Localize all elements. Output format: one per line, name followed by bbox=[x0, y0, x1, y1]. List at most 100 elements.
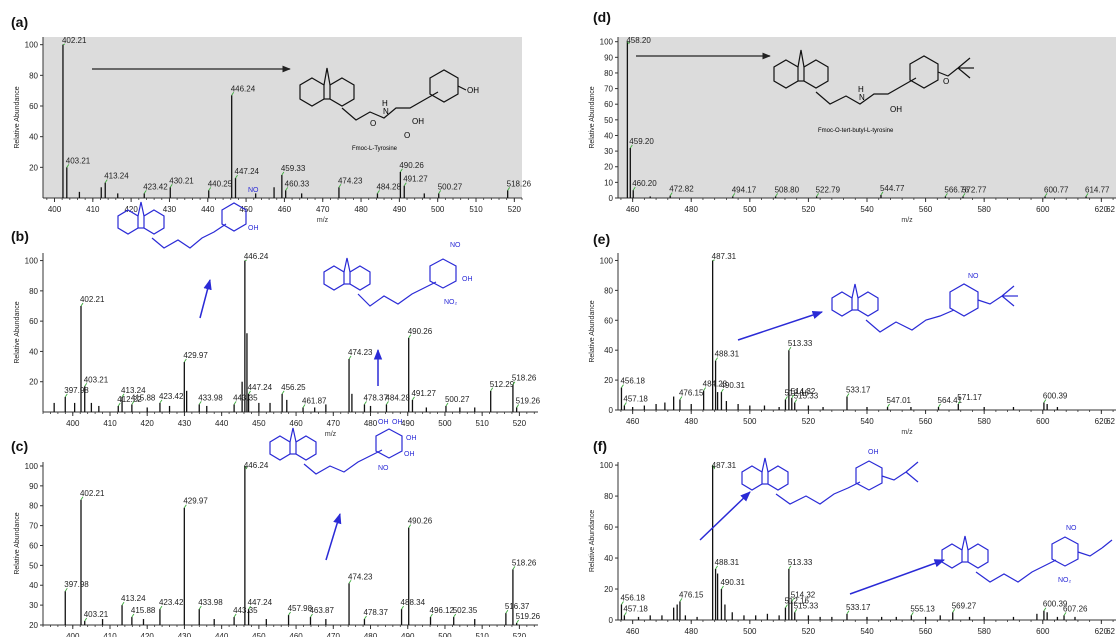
label-leader bbox=[104, 179, 108, 183]
label-leader bbox=[712, 464, 716, 470]
peak-label: 522.79 bbox=[816, 185, 841, 194]
peak-label: 456.18 bbox=[620, 377, 645, 386]
label-leader bbox=[507, 187, 511, 191]
structure-fmoc-tbu-tyrosine: O HN OH Fmoc-O-tert-butyl-L-tyrosine bbox=[773, 49, 974, 134]
svg-text:NO: NO bbox=[378, 465, 389, 472]
peak-label: 423.42 bbox=[159, 392, 184, 401]
label-leader bbox=[679, 598, 683, 602]
svg-text:OH: OH bbox=[868, 449, 879, 456]
peak-label: 515.33 bbox=[794, 392, 819, 401]
svg-text:OH: OH bbox=[890, 105, 902, 114]
label-leader bbox=[794, 399, 798, 403]
y-axis-title: Relative Abundance bbox=[589, 510, 596, 572]
x-tick-label: 480 bbox=[354, 205, 368, 214]
y-tick-label: 20 bbox=[604, 376, 613, 385]
svg-text:OH: OH bbox=[412, 117, 424, 126]
label-leader bbox=[364, 615, 367, 620]
x-tick-label: 440 bbox=[215, 632, 229, 637]
peak-label: 403.21 bbox=[66, 156, 91, 165]
label-leader bbox=[516, 404, 520, 408]
x-tick-label: 520 bbox=[802, 205, 816, 214]
peak-label: 474.23 bbox=[348, 348, 373, 357]
label-leader bbox=[231, 92, 235, 96]
peak-label: 512.16 bbox=[784, 389, 809, 398]
peak-label: 487.31 bbox=[712, 252, 737, 261]
x-tick-label-clipped: 62 bbox=[1106, 205, 1115, 214]
x-tick-label: 410 bbox=[103, 419, 117, 428]
label-leader bbox=[348, 355, 352, 360]
peak-label: 607.26 bbox=[1063, 604, 1088, 613]
x-tick-label: 480 bbox=[685, 627, 699, 636]
y-tick-label: 70 bbox=[604, 85, 613, 94]
peak-label: 460.33 bbox=[285, 179, 310, 188]
peak-label: 484.23 bbox=[703, 380, 728, 389]
label-leader bbox=[791, 394, 795, 399]
y-axis-title: Relative Abundance bbox=[14, 512, 21, 574]
panel-label: (b) bbox=[11, 228, 29, 244]
structure-b-nitroso: NO OH bbox=[117, 187, 259, 249]
peak-label: 490.26 bbox=[399, 161, 424, 170]
peak-label: 440.25 bbox=[208, 179, 233, 188]
label-leader bbox=[775, 193, 778, 197]
y-tick-label: 50 bbox=[29, 561, 38, 570]
peak-label: 446.24 bbox=[244, 252, 269, 261]
x-tick-label: 420 bbox=[124, 205, 138, 214]
x-tick-label: 500 bbox=[438, 419, 452, 428]
label-leader bbox=[952, 609, 956, 613]
svg-text:O: O bbox=[370, 119, 376, 128]
structure-label: Fmoc-L-Tyrosine bbox=[352, 146, 398, 152]
label-leader bbox=[244, 465, 248, 470]
structure-f-nitro-tbu: NO NO₂ bbox=[941, 525, 1113, 584]
y-tick-label: 40 bbox=[604, 131, 613, 140]
x-tick-label: 500 bbox=[743, 417, 757, 426]
x-tick-label: 510 bbox=[469, 205, 483, 214]
label-leader bbox=[183, 504, 187, 508]
label-leader bbox=[945, 193, 948, 197]
panel-label: (e) bbox=[593, 231, 610, 247]
svg-text:NO: NO bbox=[968, 273, 979, 280]
peak-label: 500.27 bbox=[445, 395, 470, 404]
label-leader bbox=[244, 259, 247, 262]
x-axis-title: m/z bbox=[325, 431, 337, 438]
peak-label: 512.29 bbox=[490, 380, 515, 389]
y-axis-title: Relative Abundance bbox=[14, 86, 21, 148]
label-leader bbox=[281, 171, 285, 176]
x-tick-label: 490 bbox=[393, 205, 407, 214]
peak-label: 487.31 bbox=[712, 461, 737, 470]
label-leader bbox=[957, 400, 961, 405]
structure-label: Fmoc-O-tert-butyl-L-tyrosine bbox=[818, 128, 894, 134]
peak-label: 472.82 bbox=[669, 185, 694, 194]
label-leader bbox=[84, 383, 88, 387]
y-tick-label: 40 bbox=[29, 347, 38, 356]
peak-label: 547.01 bbox=[887, 396, 912, 405]
svg-text:O: O bbox=[943, 77, 949, 86]
peak-label: 514.32 bbox=[791, 387, 816, 396]
peak-label: 515.33 bbox=[794, 601, 819, 610]
label-leader bbox=[794, 609, 798, 613]
peak-label: 415.88 bbox=[131, 606, 156, 615]
x-tick-label: 510 bbox=[475, 632, 489, 637]
plot-area bbox=[43, 37, 522, 198]
peak-label: 516.37 bbox=[505, 602, 530, 611]
label-leader bbox=[1063, 612, 1067, 616]
x-tick-label: 510 bbox=[475, 419, 489, 428]
peak-label: 403.21 bbox=[84, 610, 109, 619]
peak-label: 533.17 bbox=[846, 603, 871, 612]
label-leader bbox=[629, 144, 633, 149]
peak-label: 413.24 bbox=[104, 172, 129, 181]
peak-label: 502.35 bbox=[453, 606, 478, 615]
label-leader bbox=[208, 187, 212, 191]
peak-label: 555.13 bbox=[910, 604, 935, 613]
y-tick-label: 20 bbox=[29, 621, 38, 630]
y-tick-label: 20 bbox=[604, 163, 613, 172]
x-tick-label: 580 bbox=[977, 417, 991, 426]
structure-c-trihydroxy: OH OH OH OH NO bbox=[269, 419, 417, 475]
label-leader bbox=[248, 390, 251, 395]
peak-label: 491.27 bbox=[411, 389, 436, 398]
label-leader bbox=[62, 43, 66, 46]
peak-label: 458.20 bbox=[626, 36, 651, 45]
plot-area bbox=[618, 253, 1116, 410]
y-axis-title: Relative Abundance bbox=[14, 301, 21, 363]
